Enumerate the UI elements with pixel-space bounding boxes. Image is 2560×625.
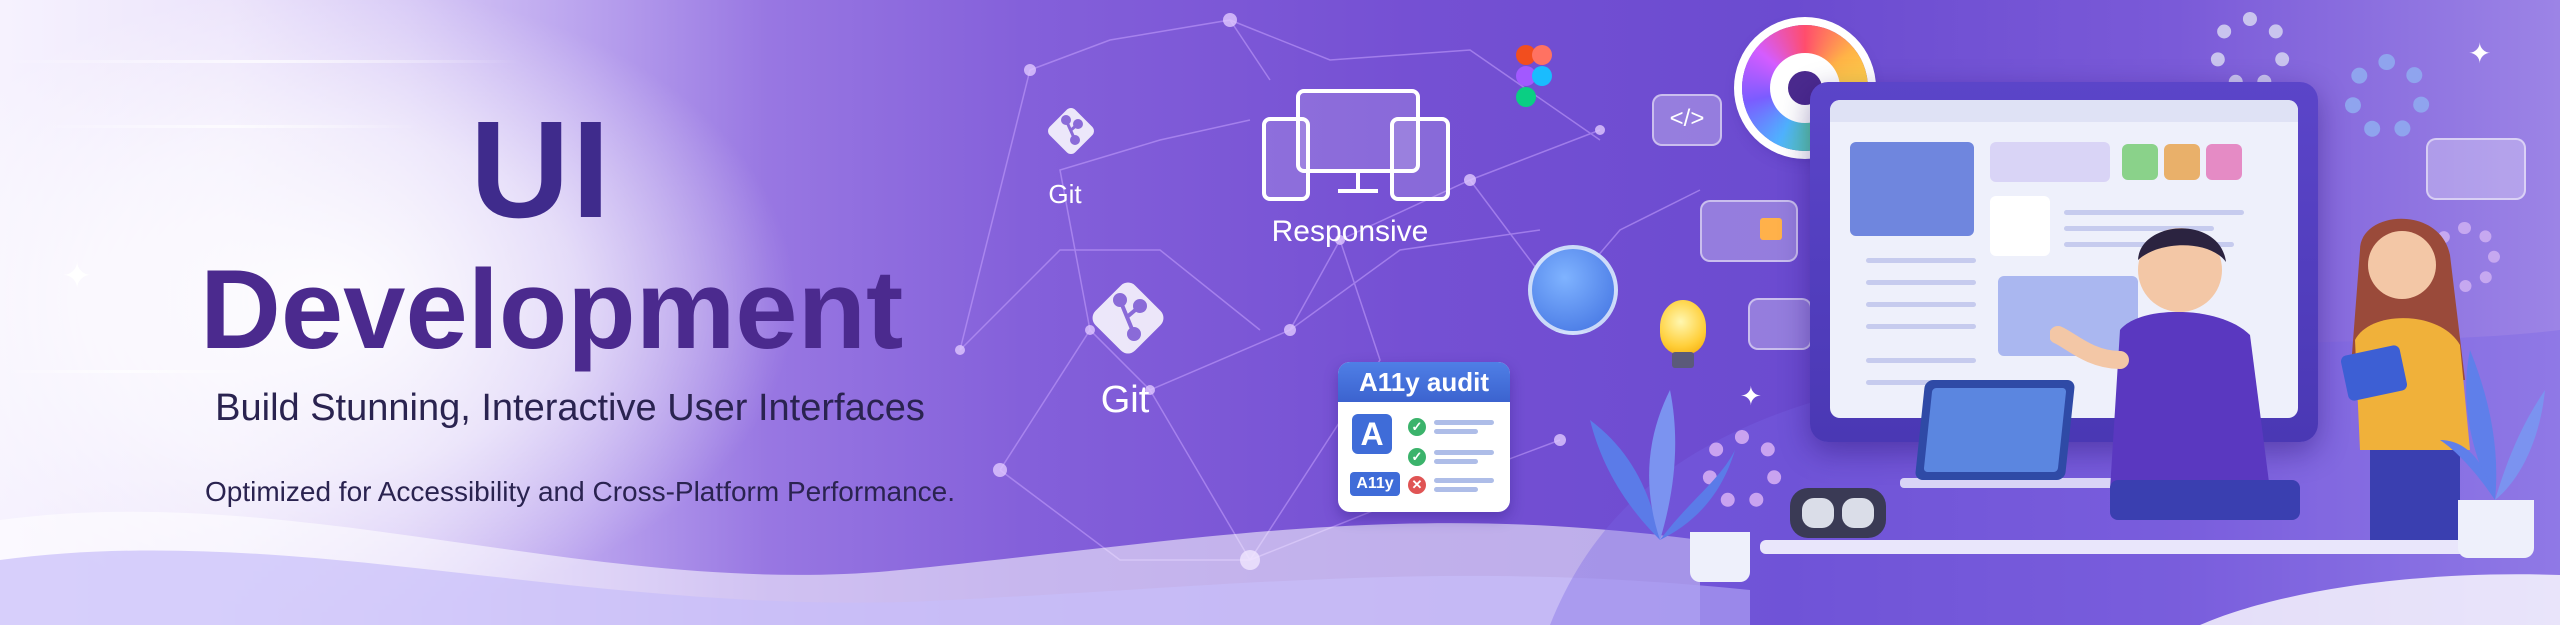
vr-headset-icon bbox=[1790, 488, 1886, 538]
lightbulb-icon bbox=[1660, 300, 1706, 354]
sparkle-icon: ✦ bbox=[62, 255, 93, 296]
globe-icon bbox=[1528, 245, 1618, 335]
plant-pot bbox=[2458, 500, 2534, 558]
placeholder-line bbox=[1866, 280, 1976, 285]
desk-top bbox=[1900, 478, 2240, 488]
sparkle-icon: ✦ bbox=[1740, 381, 1762, 411]
check-icon: ✓ bbox=[1408, 418, 1426, 436]
developer-illustration bbox=[2050, 228, 2300, 520]
placeholder-line bbox=[1866, 324, 1976, 329]
plant-right bbox=[2440, 350, 2545, 500]
gear-icon bbox=[2210, 12, 2290, 92]
git-large-label: Git bbox=[1100, 379, 1150, 421]
ui-chip-icon bbox=[1700, 200, 1798, 262]
list-chip-icon bbox=[1748, 298, 1812, 350]
swatch bbox=[2206, 144, 2242, 180]
plant-pot bbox=[1690, 532, 1750, 582]
placeholder-line bbox=[2064, 210, 2244, 215]
swatch bbox=[2164, 144, 2200, 180]
gear-icon bbox=[2344, 54, 2430, 140]
light-streak bbox=[40, 125, 420, 128]
sparkle-icon: ✦ bbox=[2468, 38, 2492, 69]
title-ui: UI bbox=[470, 93, 612, 247]
placeholder-line bbox=[1434, 487, 1478, 492]
screen-topbar bbox=[1830, 100, 2298, 122]
placeholder-line bbox=[1434, 450, 1494, 455]
hero-subtitle: Build Stunning, Interactive User Interfa… bbox=[215, 387, 925, 429]
lightbulb-base bbox=[1672, 352, 1694, 368]
placeholder-line bbox=[1434, 420, 1494, 425]
placeholder-line bbox=[1866, 380, 1976, 385]
screen-panel bbox=[1990, 142, 2110, 182]
cross-icon: ✕ bbox=[1408, 476, 1426, 494]
placeholder-line bbox=[1434, 459, 1478, 464]
a11y-audit-card: A11y audit A A11y ✓ ✓ ✕ bbox=[1338, 362, 1510, 512]
a11y-tag: A11y bbox=[1350, 472, 1400, 496]
light-streak bbox=[0, 60, 520, 63]
placeholder-line bbox=[1434, 478, 1494, 483]
settings-chip-icon bbox=[2426, 138, 2526, 200]
check-icon: ✓ bbox=[1408, 448, 1426, 466]
desk-front bbox=[1760, 540, 2530, 554]
placeholder-line bbox=[1434, 429, 1478, 434]
light-streak bbox=[0, 370, 260, 373]
git-icon bbox=[1092, 282, 1164, 354]
a11y-fail-row: ✕ bbox=[1408, 474, 1498, 496]
plant-left bbox=[1590, 390, 1735, 540]
git-icon bbox=[1048, 108, 1094, 154]
designer-illustration bbox=[2340, 218, 2470, 540]
placeholder-line bbox=[1866, 302, 1976, 307]
code-icon: </> bbox=[1652, 94, 1722, 146]
git-small-label: Git bbox=[1048, 179, 1082, 209]
hero-tagline: Optimized for Accessibility and Cross-Pl… bbox=[204, 476, 956, 507]
title-development: Development bbox=[200, 247, 904, 372]
swatch bbox=[2122, 144, 2158, 180]
a11y-letter: A bbox=[1352, 414, 1392, 454]
avatar bbox=[1990, 196, 2050, 256]
responsive-label: Responsive bbox=[1271, 215, 1429, 248]
a11y-check-row: ✓ bbox=[1408, 416, 1498, 438]
placeholder-line bbox=[2064, 226, 2214, 231]
placeholder-line bbox=[1866, 258, 1976, 263]
devices-icon bbox=[1262, 89, 1450, 201]
a11y-check-row: ✓ bbox=[1408, 446, 1498, 468]
placeholder-line bbox=[1866, 358, 1976, 363]
screen-panel bbox=[1850, 142, 1974, 236]
figma-icon bbox=[1516, 45, 1552, 107]
a11y-card-title: A11y audit bbox=[1338, 362, 1510, 402]
